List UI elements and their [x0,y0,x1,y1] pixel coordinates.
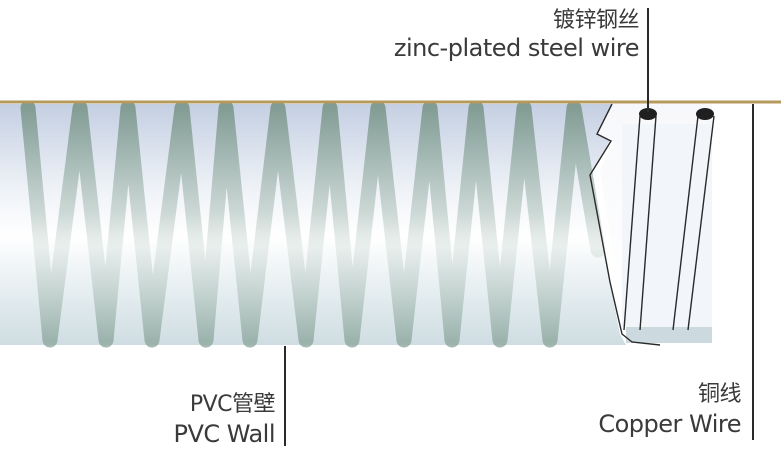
steel-wire-end [639,108,657,120]
pvc-wall-label-cn: PVC管壁 [189,392,276,417]
copper-wire-label-cn: 铜线 [697,382,742,407]
copper-wire-end [696,108,714,120]
pvc-wall-leader [284,346,286,446]
steel-wire-label-cn: 镀锌钢丝 [552,8,640,33]
steel-wire-label-en: zinc-plated steel wire [393,34,640,62]
steel-wire-leader [647,8,649,112]
pvc-wall-label-en: PVC Wall [173,420,275,448]
copper-wire-leader [752,104,754,440]
cutaway-bottom-band [626,327,712,343]
cutaway-wires [623,115,715,331]
copper-wire-label-en: Copper Wire [598,410,741,438]
cut-edge [589,103,661,346]
cutaway-inner-panel [622,124,712,327]
helix-steel-wire [20,100,606,348]
